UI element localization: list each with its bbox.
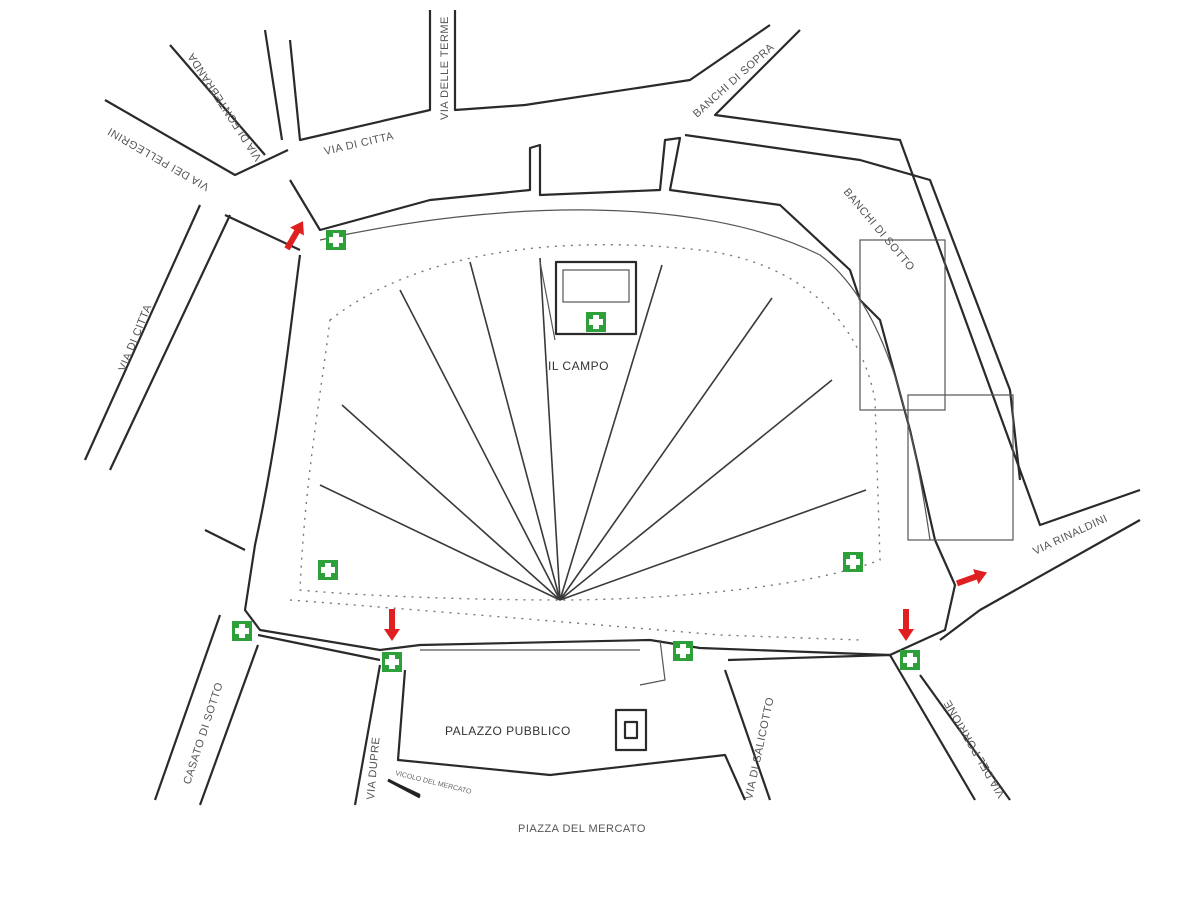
fan-line	[559, 379, 833, 601]
fan-line	[399, 289, 561, 601]
label-via-delle-terme: VIA DELLE TERME	[439, 16, 451, 120]
fan-line	[469, 261, 561, 601]
red-arrow-icon	[284, 221, 304, 251]
label-via-di-salicotto: VIA DI SALICOTTO	[743, 696, 776, 801]
fan-line	[559, 297, 773, 601]
label-piazza-del-mercato: PIAZZA DEL MERCATO	[518, 823, 646, 835]
label-palazzo-pubblico: PALAZZO PUBBLICO	[445, 724, 571, 738]
piazza-inner	[289, 599, 861, 641]
campo-building-line	[243, 209, 1014, 686]
piazza-fan-lines	[319, 257, 867, 601]
vicolo-line	[387, 778, 421, 799]
label-via-fontebranda: VIA DI FONTEBRANDA	[186, 50, 265, 163]
fan-line	[341, 404, 561, 601]
label-via-di-citta: VIA DI CITTA	[323, 130, 395, 158]
fan-line	[539, 257, 561, 601]
label-via-del-porrione: VIA DEL PORRIONE	[942, 697, 1008, 799]
first-aid-stations	[232, 230, 920, 672]
label-via-rinaldini: VIA RINALDINI	[1031, 513, 1110, 558]
label-vicolo-del-mercato: VICOLO DEL MERCATO	[395, 770, 473, 796]
label-via-di-citta-left: VIA DI CITTA	[117, 302, 155, 373]
first-aid-cross-icon[interactable]	[382, 652, 402, 672]
first-aid-cross-icon[interactable]	[900, 650, 920, 670]
red-arrow-icon	[898, 609, 914, 641]
torre-del-mangia	[614, 708, 648, 752]
label-il-campo: IL CAMPO	[548, 359, 609, 373]
first-aid-cross-icon[interactable]	[673, 641, 693, 661]
fonte-gaia	[539, 260, 638, 341]
fan-line	[559, 264, 663, 601]
first-aid-cross-icon[interactable]	[326, 230, 346, 250]
street-outlines	[83, 10, 1141, 806]
label-casato-di-sotto: CASATO DI SOTTO	[181, 681, 225, 786]
fan-line	[559, 489, 867, 601]
fan-line	[319, 484, 561, 601]
first-aid-cross-icon[interactable]	[318, 560, 338, 580]
label-via-pellegrini: VIA DEI PELLEGRINI	[106, 125, 212, 193]
label-banchi-di-sopra: BANCHI DI SOPRA	[691, 41, 777, 120]
label-banchi-di-sotto: BANCHI DI SOTTO	[841, 186, 917, 273]
direction-arrows	[284, 221, 988, 641]
first-aid-cross-icon[interactable]	[586, 312, 606, 332]
first-aid-cross-icon[interactable]	[232, 621, 252, 641]
piazza-outline	[299, 244, 881, 601]
red-arrow-icon	[384, 609, 400, 641]
first-aid-cross-icon[interactable]	[843, 552, 863, 572]
red-arrow-icon	[955, 569, 988, 587]
label-via-dupre: VIA DUPRE	[365, 736, 382, 800]
